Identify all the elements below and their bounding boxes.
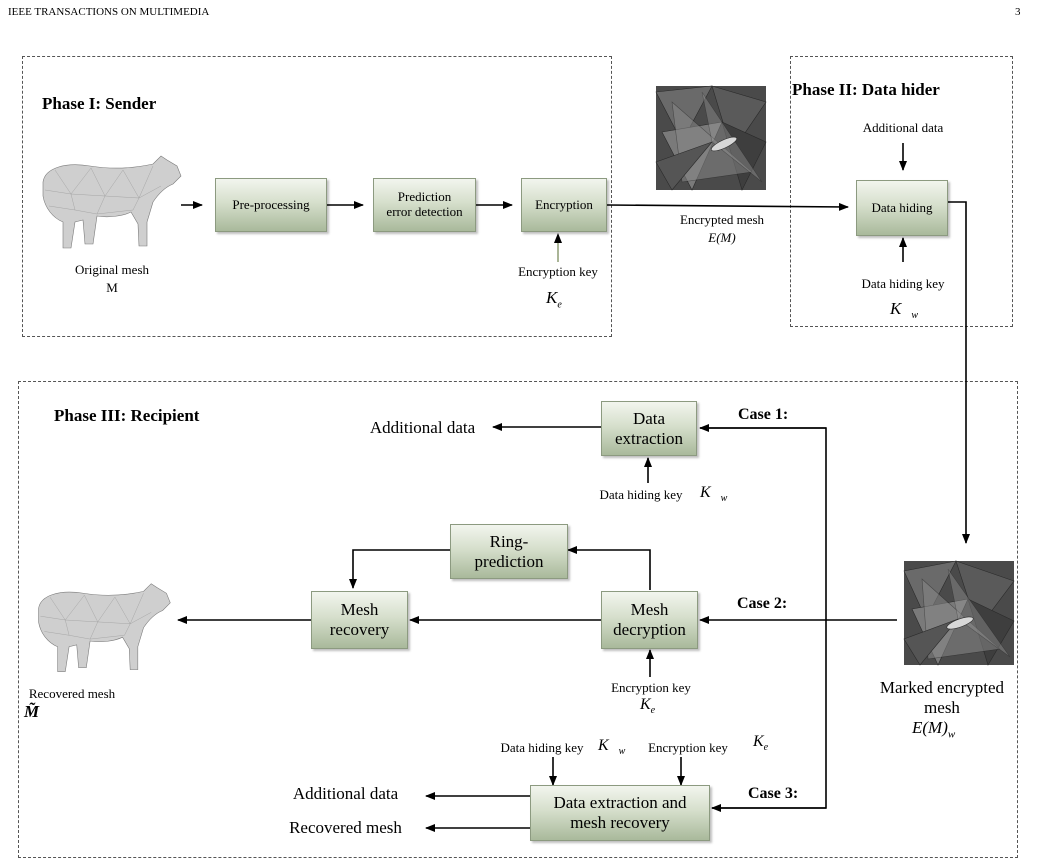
- phase3-box: [18, 381, 1018, 858]
- ring-prediction-block: Ring- prediction: [450, 524, 568, 579]
- phase2-box: [790, 56, 1013, 327]
- encryption-label: Encryption: [535, 196, 593, 212]
- case3-hiding-key-label: Data hiding key: [500, 740, 584, 755]
- data-extraction-mesh-recovery-block: Data extraction and mesh recovery: [530, 785, 710, 841]
- marked-mesh-symbol: E(M)w: [912, 718, 956, 741]
- ring-prediction-line2: prediction: [474, 551, 544, 571]
- mesh-recovery-line2: recovery: [329, 620, 390, 639]
- case1-label: Case 1:: [738, 406, 789, 423]
- data-extraction-block: Data extraction: [601, 401, 697, 456]
- case2-label: Case 2:: [737, 595, 788, 612]
- data-hiding-label: Data hiding: [871, 199, 933, 215]
- case3-label: Case 3:: [748, 785, 799, 802]
- encryption-block: Encryption: [521, 178, 607, 232]
- recovered-mesh-symbol: M̃: [24, 702, 40, 721]
- encrypted-mesh-label: Encrypted mesh: [679, 212, 765, 227]
- phase2-hiding-key-label: Data hiding key: [861, 276, 945, 291]
- recovered-cow-mesh-image: [38, 583, 171, 672]
- phase1-box: [22, 56, 612, 337]
- case3-additional-data-label: Additional data: [292, 784, 399, 803]
- marked-mesh-label-line2: mesh: [924, 698, 960, 717]
- phase2-title: Phase II: Data hider: [792, 80, 940, 99]
- case1-hiding-key-label: Data hiding key: [599, 487, 683, 502]
- data-extraction-line1: Data: [632, 408, 666, 428]
- case3-encryption-key-label: Encryption key: [648, 740, 728, 755]
- marked-mesh-label-line1: Marked encrypted: [879, 678, 1005, 697]
- mesh-recovery-line1: Mesh: [340, 600, 379, 620]
- case2-encryption-key-symbol: Ke: [640, 696, 656, 717]
- data-extraction-line2: extraction: [615, 428, 683, 448]
- page-number: 3: [1015, 6, 1021, 18]
- mesh-decryption-line1: Mesh: [630, 600, 669, 620]
- case1-additional-data-label: Additional data: [369, 418, 476, 437]
- phase1-title: Phase I: Sender: [42, 94, 157, 113]
- encrypted-mesh-symbol: E(M): [708, 230, 736, 245]
- encryption-key-symbol: Ke: [546, 288, 562, 311]
- case2-encryption-key-label: Encryption key: [611, 680, 691, 695]
- ring-prediction-line1: Ring-: [489, 531, 529, 551]
- extract-recover-line2: mesh recovery: [570, 813, 670, 832]
- encrypted-mesh-image: [655, 85, 767, 191]
- prediction-label-line2: error detection: [386, 204, 463, 219]
- journal-header: IEEE TRANSACTIONS ON MULTIMEDIA: [8, 6, 210, 18]
- extract-recover-line1: Data extraction and: [553, 793, 687, 813]
- case3-encryption-key-symbol: Ke: [753, 733, 769, 754]
- original-cow-mesh-image: [42, 155, 182, 249]
- original-mesh-label: Original mesh: [74, 262, 149, 277]
- encryption-key-label: Encryption key: [518, 264, 598, 279]
- mesh-decryption-line2: decryption: [613, 620, 686, 639]
- pre-processing-label: Pre-processing: [232, 196, 310, 212]
- phase2-additional-data-label: Additional data: [862, 120, 944, 135]
- prediction-error-detection-block: Prediction error detection: [373, 178, 476, 232]
- pre-processing-block: Pre-processing: [215, 178, 327, 232]
- mesh-recovery-block: Mesh recovery: [311, 591, 408, 649]
- data-hiding-block: Data hiding: [856, 180, 948, 236]
- mesh-decryption-block: Mesh decryption: [601, 591, 698, 649]
- recovered-mesh-label: Recovered mesh: [28, 686, 116, 701]
- prediction-label-line1: Prediction: [397, 189, 452, 205]
- original-mesh-symbol: M: [106, 280, 118, 295]
- case3-recovered-mesh-label: Recovered mesh: [289, 818, 402, 837]
- phase3-title: Phase III: Recipient: [54, 406, 200, 425]
- marked-encrypted-mesh-image: [903, 560, 1015, 666]
